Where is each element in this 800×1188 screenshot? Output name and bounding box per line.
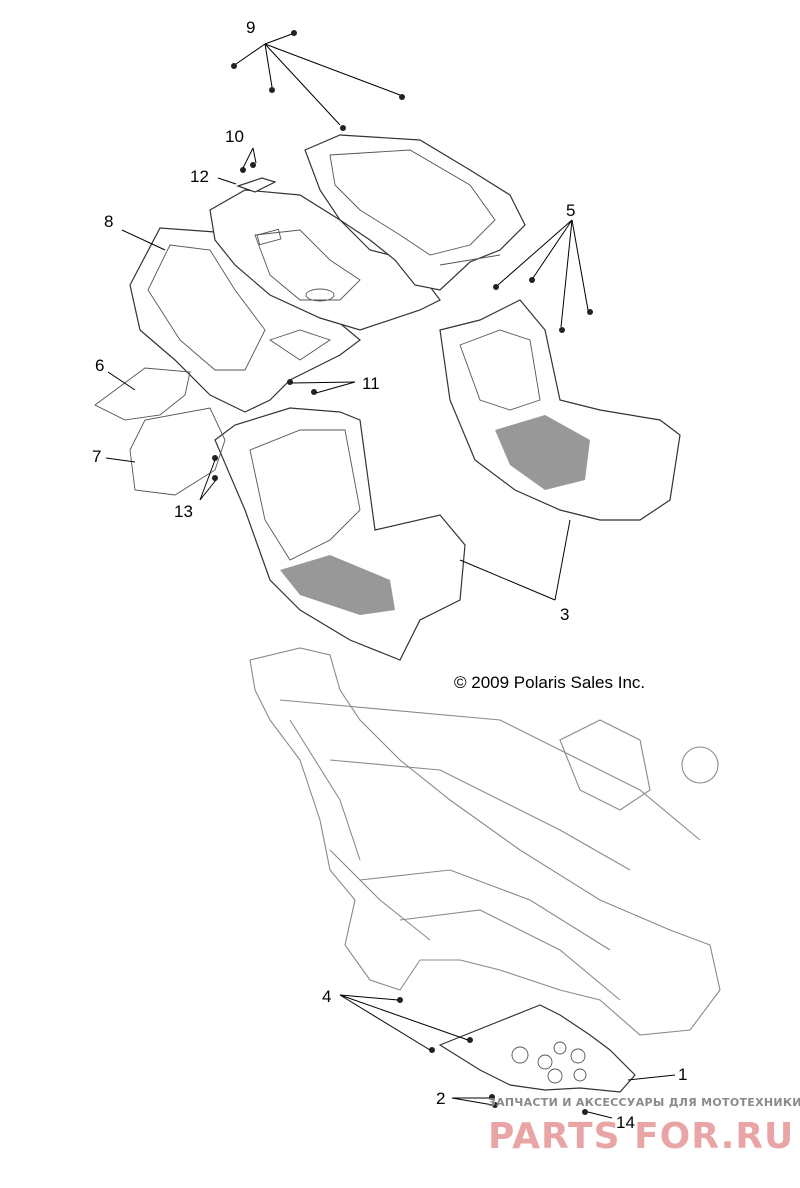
callout-13: 13	[174, 502, 193, 521]
callout-14: 14	[616, 1113, 635, 1132]
left-footwell-part	[214, 407, 466, 661]
callout-9: 9	[246, 18, 255, 37]
callout-4: 4	[322, 987, 331, 1006]
liner-part-7	[129, 407, 226, 496]
watermark-tagline: ЗАПЧАСТИ И АКСЕССУАРЫ ДЛЯ МОТОТЕХНИКИ	[488, 1096, 800, 1109]
liner-part-6	[94, 367, 191, 421]
watermark-brand: PARTS FOR.RU	[488, 1116, 794, 1157]
front-fender-part	[304, 134, 526, 291]
callout-5: 5	[566, 201, 575, 220]
callout-7: 7	[92, 447, 101, 466]
rear-storage-tub	[209, 189, 441, 331]
callout-11: 11	[362, 374, 380, 393]
callout-3: 3	[560, 605, 569, 624]
copyright-notice: © 2009 Polaris Sales Inc.	[454, 673, 645, 692]
callout-10: 10	[225, 127, 244, 146]
callout-1: 1	[678, 1065, 687, 1084]
callout-6: 6	[95, 356, 104, 375]
leader-lines	[105, 33, 676, 1119]
vehicle-frame	[249, 647, 721, 1036]
bracket-part-12	[236, 177, 277, 193]
callout-12: 12	[190, 167, 209, 186]
callout-2: 2	[436, 1089, 445, 1108]
right-footwell-part	[439, 299, 681, 521]
skid-plate-part	[438, 1004, 636, 1093]
callout-8: 8	[104, 212, 113, 231]
fastener-hardware	[212, 30, 593, 1115]
